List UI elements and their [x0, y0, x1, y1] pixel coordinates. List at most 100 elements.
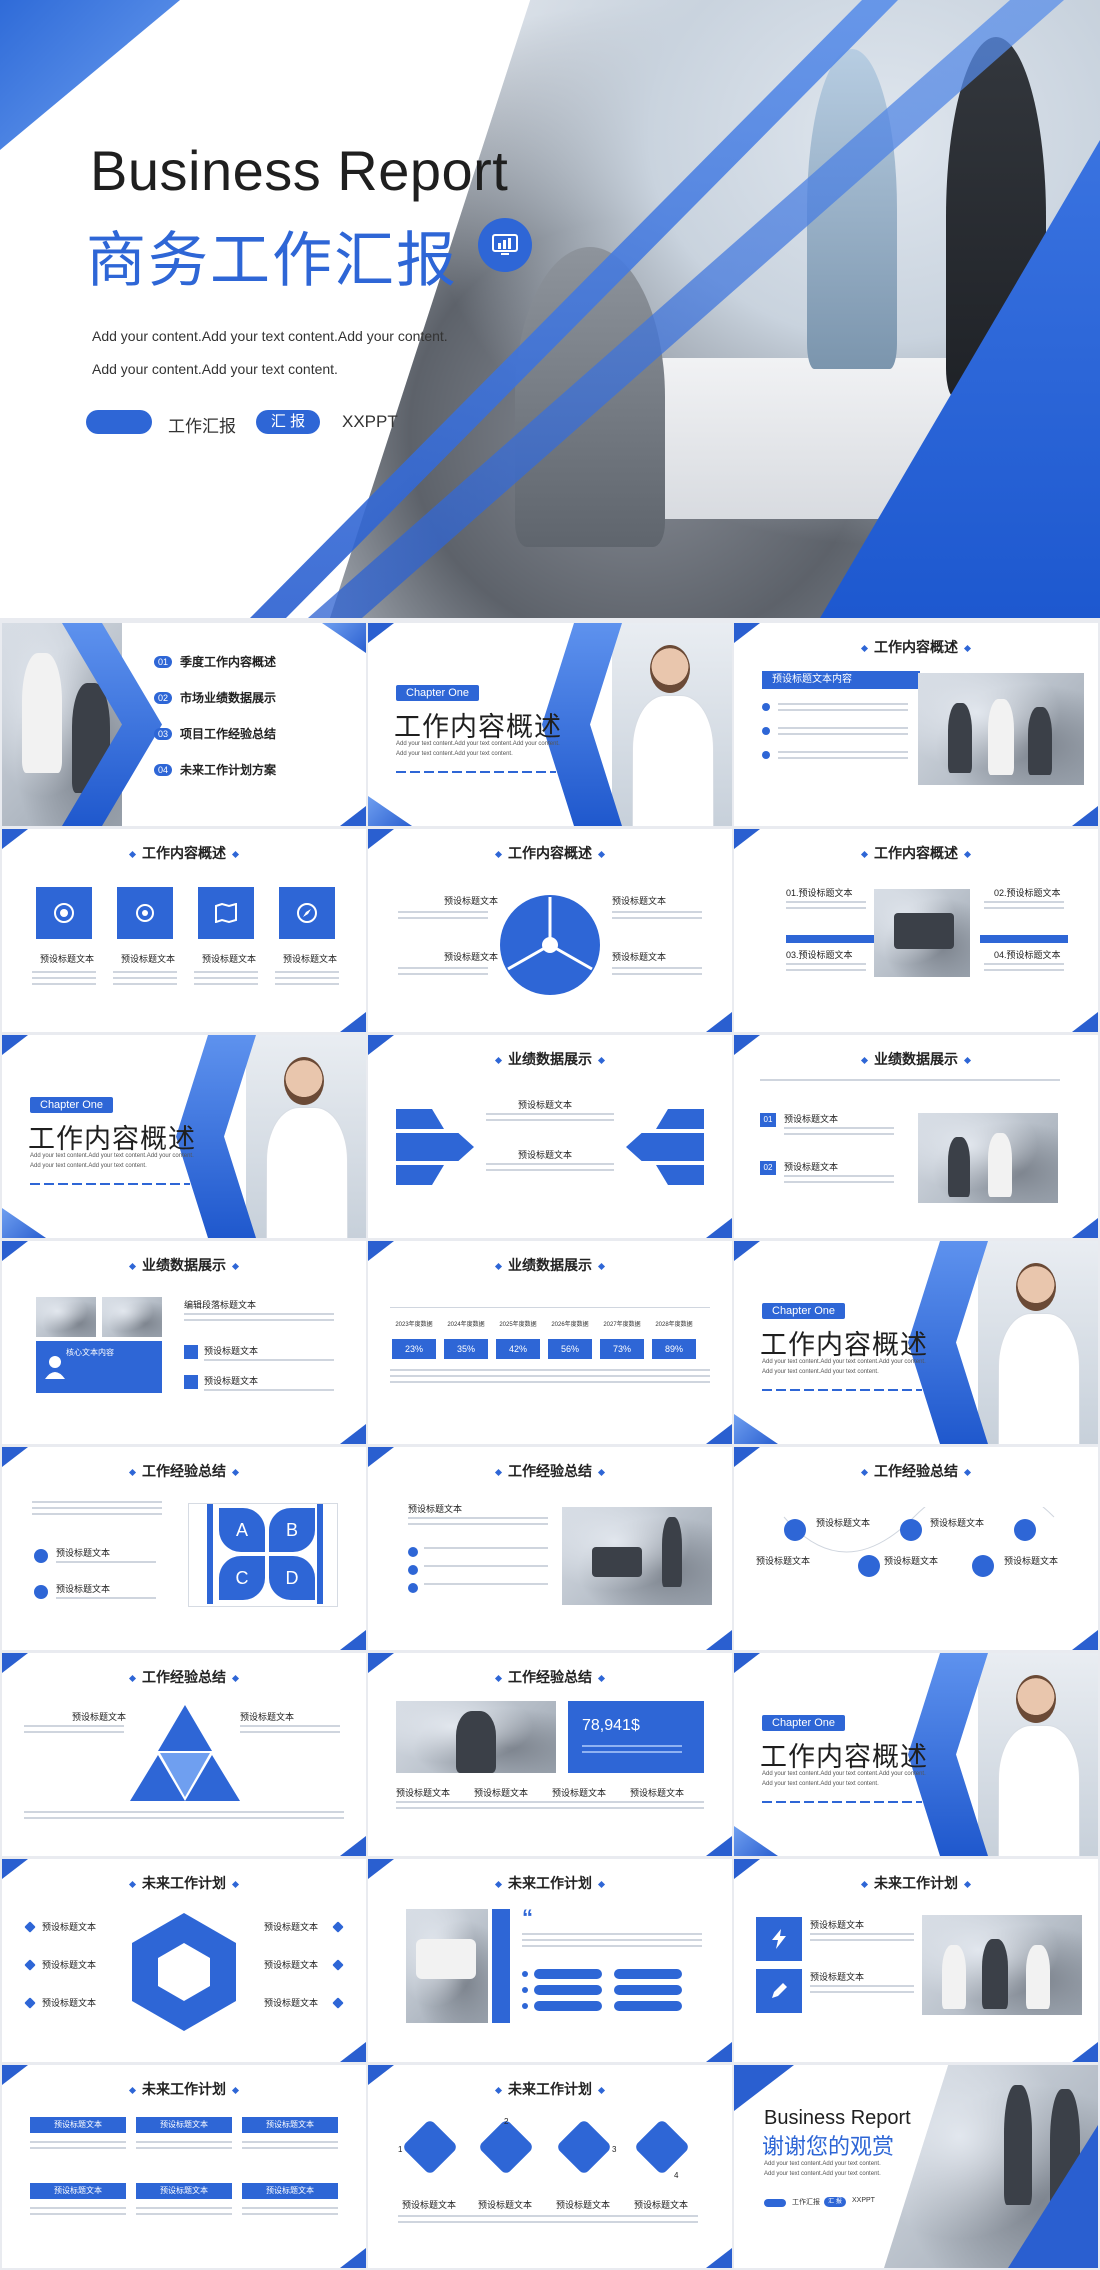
- caption: 预设标题文本: [72, 1712, 127, 1722]
- pie-diagram: [500, 895, 600, 995]
- core-box: 核心文本内容: [36, 1341, 162, 1393]
- toc-item[interactable]: 03 项目工作经验总结: [154, 725, 276, 742]
- value-box: 78,941$: [568, 1701, 704, 1773]
- year-label: 2028年度数据: [655, 1322, 693, 1328]
- diamond-step: [477, 2118, 535, 2176]
- ending-title-cn: 谢谢您的观赏: [762, 2134, 895, 2159]
- ending-text: Add your text content.Add your text cont…: [764, 2161, 881, 2167]
- caption: 预设标题文本: [518, 1100, 573, 1110]
- toc-item-label: 项目工作经验总结: [180, 727, 277, 741]
- slide-title: 未来工作计划: [368, 1873, 732, 1893]
- experience-circles-slide[interactable]: 工作经验总结 预设标题文本 预设标题文本 预设标题文本 预设标题文本 预设标题文…: [734, 1447, 1098, 1650]
- chapter-title: 工作内容概述: [760, 1742, 928, 1772]
- experience-value-slide[interactable]: 工作经验总结 78,941$ 预设标题文本 预设标题文本 预设标题文本 预设标题…: [368, 1653, 732, 1856]
- cover-label: XXPPT: [342, 412, 398, 431]
- toc-item[interactable]: 02 市场业绩数据展示: [154, 689, 276, 706]
- caption: 预设标题文本: [474, 1788, 529, 1798]
- experience-abcd-slide[interactable]: 工作经验总结 预设标题文本 预设标题文本 A B C D: [2, 1447, 366, 1650]
- chapter-slide[interactable]: Chapter One 工作内容概述 Add your text content…: [734, 1241, 1098, 1444]
- chapter-pill: Chapter One: [762, 1715, 845, 1731]
- step-number: 4: [674, 2171, 679, 2180]
- caption: 预设标题文本: [444, 952, 499, 962]
- slide-title: 工作经验总结: [734, 1461, 1098, 1481]
- ending-slide[interactable]: Business Report 谢谢您的观赏 Add your text con…: [734, 2065, 1098, 2268]
- letter-c: C: [219, 1556, 265, 1600]
- label: 03.预设标题文本: [786, 950, 853, 960]
- work-overview-circle-slide[interactable]: 工作内容概述 预设标题文本 预设标题文本 预设标题文本 预设标题文本: [368, 829, 732, 1032]
- letter-b: B: [269, 1508, 315, 1552]
- year-label: 2024年度数据: [447, 1322, 485, 1328]
- toc-item-label: 未来工作计划方案: [180, 763, 277, 777]
- number-badge: 02: [760, 1161, 776, 1175]
- hexagon-diagram: [132, 1913, 236, 2031]
- plan-quote-slide[interactable]: 未来工作计划 “: [368, 1859, 732, 2062]
- chapter-pill: Chapter One: [396, 685, 479, 701]
- caption: 预设标题文本: [634, 2200, 689, 2210]
- toc-item[interactable]: 04 未来工作计划方案: [154, 761, 276, 778]
- work-overview-slide[interactable]: 工作内容概述 预设标题文本内容: [734, 623, 1098, 826]
- chapter-dash: [396, 771, 556, 773]
- year-label: 2026年度数据: [551, 1322, 589, 1328]
- presenter-photo: [978, 1241, 1098, 1444]
- toc-item[interactable]: 01 季度工作内容概述: [154, 653, 276, 670]
- caption: 预设标题文本: [56, 1548, 111, 1558]
- caption: 预设标题文本: [810, 1920, 865, 1930]
- presenter-photo: [978, 1653, 1098, 1856]
- performance-list-slide[interactable]: 业绩数据展示 01 预设标题文本 02 预设标题文本: [734, 1035, 1098, 1238]
- caption: 预设标题文本: [264, 1998, 319, 2008]
- letter-d: D: [269, 1556, 315, 1600]
- ending-label: XXPPT: [852, 2197, 875, 2204]
- toc-item-label: 市场业绩数据展示: [180, 691, 277, 705]
- caption: 预设标题文本: [240, 1712, 295, 1722]
- cover-slide[interactable]: Business Report 商务工作汇报 Add your content.…: [0, 0, 1100, 618]
- year-label: 2025年度数据: [499, 1322, 537, 1328]
- chapter-text: Add your text content.Add your text cont…: [396, 741, 560, 747]
- plan-diamonds-slide[interactable]: 未来工作计划 1 2 3 4 预设标题文本 预设标题文本 预设标题文本 预设标题…: [368, 2065, 732, 2268]
- performance-arrows-slide[interactable]: 业绩数据展示 预设标题文本 预设标题文本: [368, 1035, 732, 1238]
- slide-title: 未来工作计划: [368, 2079, 732, 2099]
- diamond-step: [401, 2118, 459, 2176]
- ending-label: 工作汇报: [792, 2199, 820, 2206]
- work-overview-icons-slide[interactable]: 工作内容概述 预设标题文本 预设标题文本 预设标题文本 预设标题文本: [2, 829, 366, 1032]
- tile-caption: 预设标题文本: [121, 954, 176, 964]
- chapter-slide[interactable]: Chapter One 工作内容概述 Add your text content…: [2, 1035, 366, 1238]
- big-value: 78,941$: [582, 1717, 640, 1734]
- chapter-slide[interactable]: Chapter One 工作内容概述 Add your text content…: [734, 1653, 1098, 1856]
- cover-title-en: Business Report: [90, 139, 509, 202]
- performance-core-slide[interactable]: 业绩数据展示 核心文本内容 编辑段落标题文本 预设标题文本 预设标题文本: [2, 1241, 366, 1444]
- slide-title: 工作内容概述: [368, 843, 732, 863]
- businessman-photo: [396, 1701, 556, 1773]
- chapter-pill: Chapter One: [30, 1097, 113, 1113]
- plan-hexagon-slide[interactable]: 未来工作计划 预设标题文本 预设标题文本 预设标题文本 预设标题文本 预设标题文…: [2, 1859, 366, 2062]
- plan-tiles-slide[interactable]: 未来工作计划 预设标题文本 预设标题文本 预设标题文本 预设标题文本 预设标题文…: [2, 2065, 366, 2268]
- year-label: 2023年度数据: [395, 1322, 433, 1328]
- percent-tile: 56%: [548, 1339, 592, 1359]
- caption: 预设标题文本: [552, 1788, 607, 1798]
- cover-label: 工作汇报: [168, 417, 236, 436]
- chapter-slide[interactable]: Chapter One 工作内容概述 Add your text content…: [368, 623, 732, 826]
- slide-title: 业绩数据展示: [368, 1049, 732, 1069]
- chapter-dash: [30, 1183, 190, 1185]
- caption: 预设标题文本: [42, 1960, 97, 1970]
- experience-checklist-slide[interactable]: 工作经验总结 预设标题文本: [368, 1447, 732, 1650]
- work-overview-labels-slide[interactable]: 工作内容概述 01.预设标题文本 03.预设标题文本 02.预设标题文本 04.…: [734, 829, 1098, 1032]
- caption: 预设标题文本: [444, 896, 499, 906]
- target-icon: [36, 887, 92, 939]
- caption: 预设标题文本: [816, 1518, 871, 1528]
- cover-title-cn: 商务工作汇报: [86, 227, 458, 294]
- tile-caption: 预设标题文本: [40, 954, 95, 964]
- performance-stats-slide[interactable]: 业绩数据展示 2023年度数据 2024年度数据 2025年度数据 2026年度…: [368, 1241, 732, 1444]
- broadcast-icon: [117, 887, 173, 939]
- step-number: 3: [612, 2145, 617, 2154]
- chapter-dash: [762, 1389, 922, 1391]
- plan-list-slide[interactable]: 未来工作计划 预设标题文本 预设标题文本: [734, 1859, 1098, 2062]
- tile-header: 预设标题文本: [242, 2117, 338, 2133]
- slide-title: 未来工作计划: [734, 1873, 1098, 1893]
- slide-title: 工作经验总结: [2, 1667, 366, 1687]
- experience-triangle-slide[interactable]: 工作经验总结 预设标题文本 预设标题文本: [2, 1653, 366, 1856]
- caption: 预设标题文本: [612, 896, 667, 906]
- diamond-step: [555, 2118, 613, 2176]
- toc-slide[interactable]: 01 季度工作内容概述 02 市场业绩数据展示 03 项目工作经验总结 04 未…: [2, 623, 366, 826]
- laptop-photo: [874, 889, 970, 977]
- caption: 预设标题文本: [630, 1788, 685, 1798]
